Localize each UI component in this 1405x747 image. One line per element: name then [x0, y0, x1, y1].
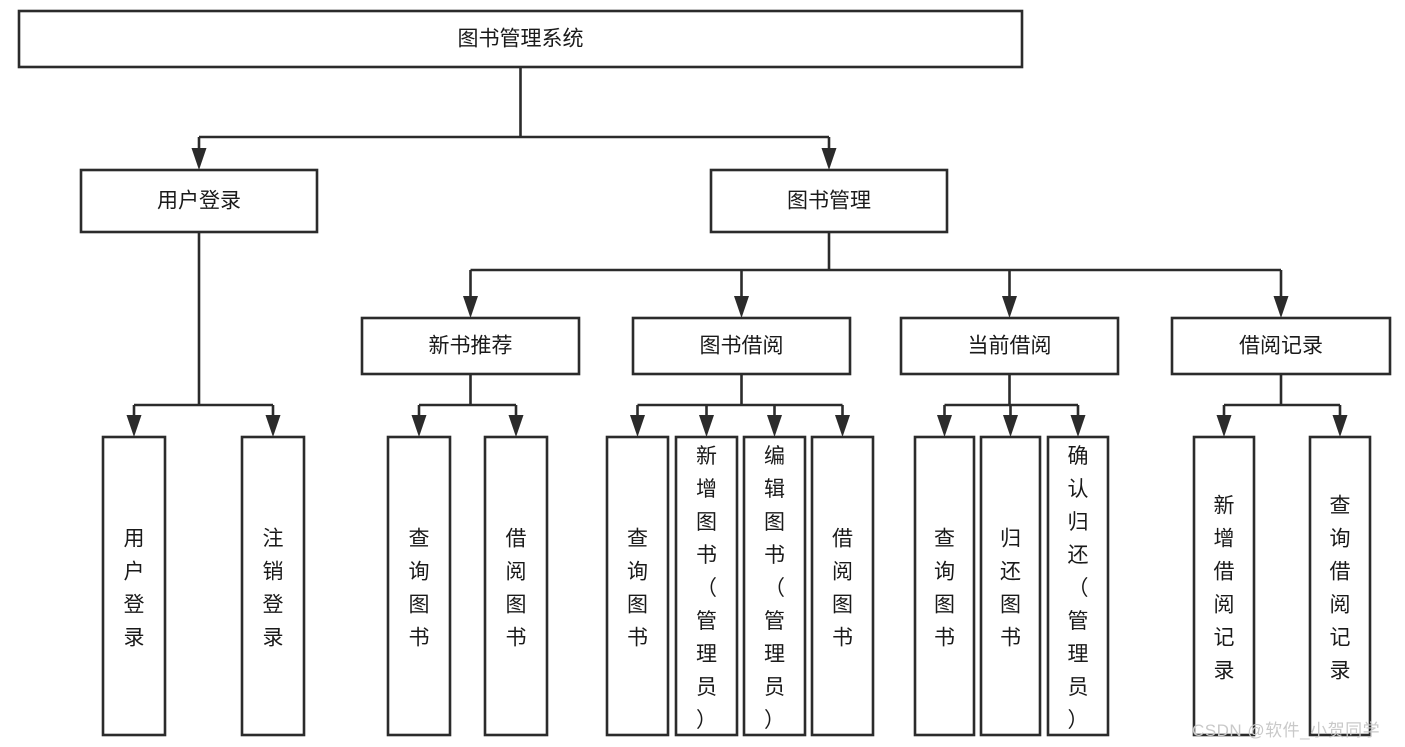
node-label: 查询图书	[627, 528, 648, 650]
node-label: 图书管理系统	[458, 28, 584, 51]
node-book-manage[interactable]: 图书管理	[709, 168, 949, 234]
node-borrow-book-1[interactable]: 借阅图书	[483, 435, 549, 737]
node-user-logout[interactable]: 注销登录	[240, 435, 306, 737]
node-label: 用户登录	[157, 190, 241, 213]
node-query-book-1[interactable]: 查询图书	[386, 435, 452, 737]
node-book-borrow[interactable]: 图书借阅	[631, 316, 852, 376]
node-query-book-2[interactable]: 查询图书	[605, 435, 670, 737]
node-label: 图书管理	[787, 190, 871, 213]
node-root[interactable]: 图书管理系统	[17, 9, 1024, 69]
node-borrow-record[interactable]: 借阅记录	[1170, 316, 1392, 376]
node-label: 归还图书	[1000, 528, 1021, 650]
node-label: 当前借阅	[968, 335, 1052, 358]
node-label: 注销登录	[263, 528, 284, 650]
node-return-book[interactable]: 归还图书	[979, 435, 1042, 737]
node-add-borrow-record[interactable]: 新增借阅记录	[1192, 435, 1256, 737]
node-current-borrow[interactable]: 当前借阅	[899, 316, 1120, 376]
node-borrow-book-2[interactable]: 借阅图书	[810, 435, 875, 737]
node-label: 新增借阅记录	[1214, 495, 1235, 683]
node-label: 查询借阅记录	[1330, 495, 1351, 683]
node-label: 用户登录	[124, 528, 145, 650]
node-label: 借阅记录	[1239, 335, 1323, 358]
node-label: 图书借阅	[700, 335, 784, 358]
connector-layer	[126, 67, 1348, 437]
node-label: 借阅图书	[506, 528, 527, 650]
csdn-watermark: CSDN @软件_小贺同学	[1192, 721, 1381, 740]
node-label: 新书推荐	[429, 335, 513, 358]
node-user-login[interactable]: 用户登录	[79, 168, 319, 234]
node-confirm-return-admin[interactable]: 确认归还（管理员）	[1046, 435, 1110, 737]
node-label: 查询图书	[934, 528, 955, 650]
node-layer: 图书管理系统用户登录用户登录注销登录图书管理新书推荐查询图书借阅图书图书借阅查询…	[17, 9, 1392, 737]
node-query-book-3[interactable]: 查询图书	[913, 435, 976, 737]
node-label: 编辑图书（管理员）	[764, 445, 785, 732]
node-label: 新增图书（管理员）	[696, 445, 717, 732]
node-user-login-do[interactable]: 用户登录	[101, 435, 167, 737]
node-edit-book-admin[interactable]: 编辑图书（管理员）	[742, 435, 807, 737]
node-label: 确认归还（管理员）	[1068, 445, 1089, 732]
node-label: 借阅图书	[832, 528, 853, 650]
node-label: 查询图书	[409, 528, 430, 650]
node-query-borrow-record[interactable]: 查询借阅记录	[1308, 435, 1372, 737]
node-new-book-recommend[interactable]: 新书推荐	[360, 316, 581, 376]
node-add-book-admin[interactable]: 新增图书（管理员）	[674, 435, 739, 737]
